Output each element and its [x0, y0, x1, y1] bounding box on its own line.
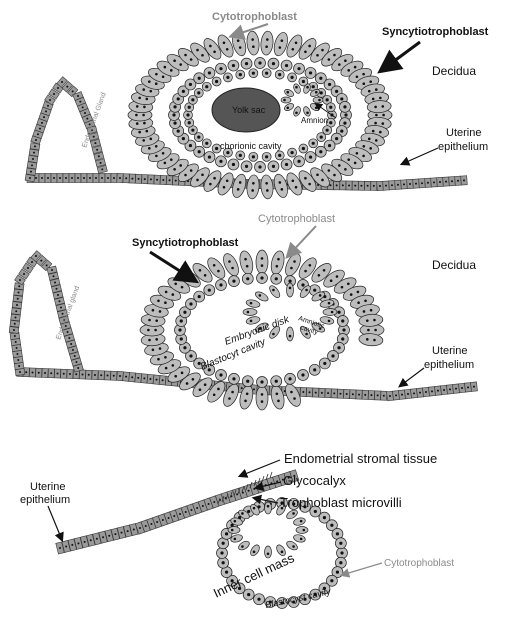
p3-uterine-epithelium: [56, 470, 299, 554]
p3-stromal-tissue-label: Endometrial stromal tissue: [284, 451, 437, 466]
p3-stromal-arrow: [240, 460, 280, 476]
p1-uterine-arrow: [402, 148, 438, 164]
diagram-artwork: [9, 31, 477, 609]
p1-syncytiotrophoblast-arrow: [382, 42, 420, 70]
p3-uterine-arrow: [48, 506, 62, 540]
p1-endometrial-gland: [25, 77, 107, 182]
p1-amnion-label: Amnion: [301, 116, 328, 125]
p1-syncytiotrophoblast-label: Syncytiotrophoblast: [382, 26, 489, 38]
p1-chorionic-cavity-label: chorionic cavity: [220, 141, 282, 151]
p2-decidua-label: Decidua: [432, 258, 476, 272]
panel-2-labels: Cytotrophoblast Syncytiotrophoblast Deci…: [55, 213, 476, 373]
p2-uterine-label: Uterine: [432, 345, 467, 357]
p2-endometrial-gland: [9, 251, 83, 376]
p3-inner-cell-mass: [228, 502, 308, 558]
p2-epithelium-label: epithelium: [424, 359, 474, 371]
p2-syncytiotrophoblast-label: Syncytiotrophoblast: [132, 237, 239, 249]
p3-blastocyst-cavity-label: Blastocyst cavity: [264, 586, 332, 610]
p3-uterine-label: Uterine: [30, 481, 65, 493]
p1-epithelium-label: epithelium: [438, 141, 488, 153]
p3-glycocalyx-label: Glycocalyx: [283, 473, 346, 488]
p1-uterine-label: Uterine: [446, 127, 481, 139]
p2-cytotrophoblast-arrow: [288, 226, 316, 256]
p3-microvilli-label: Trophoblast microvilli: [280, 495, 402, 510]
p2-uterine-arrow: [400, 368, 424, 386]
p2-cytotrophoblast-label: Cytotrophoblast: [258, 213, 335, 225]
p1-cytotrophoblast-label: Cytotrophoblast: [212, 11, 297, 23]
p1-yolk-sac-label: Yolk sac: [232, 105, 266, 115]
p2-syncytiotrophoblast-arrow: [150, 252, 194, 280]
p3-epithelium-label: epithelium: [20, 494, 70, 506]
p1-decidua-label: Decidua: [432, 64, 476, 78]
p3-cytotrophoblast-arrow: [342, 563, 382, 575]
p3-cytotrophoblast-label: Cytotrophoblast: [384, 558, 454, 569]
